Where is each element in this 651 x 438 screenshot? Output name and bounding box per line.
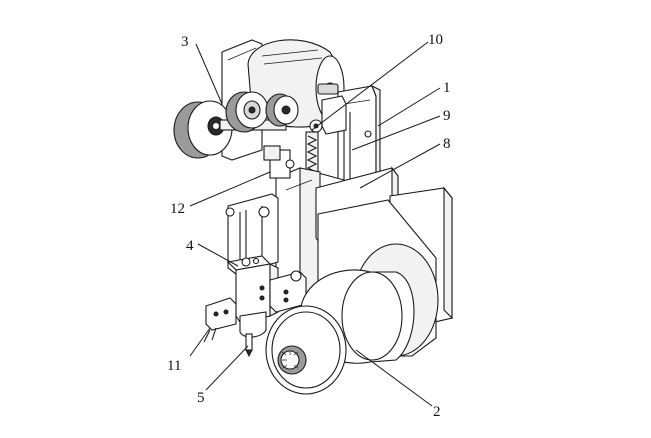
clip-11	[205, 297, 237, 331]
label-8: 8	[443, 136, 451, 152]
leader-2	[355, 349, 433, 407]
leader-1	[377, 87, 441, 127]
label-2: 2	[433, 404, 441, 420]
leader-lines	[189, 41, 441, 407]
label-1: 1	[443, 80, 451, 96]
slider-block	[321, 95, 347, 135]
leader-4	[197, 243, 239, 267]
label-4: 4	[186, 238, 194, 254]
top-motor-shaft	[317, 83, 339, 95]
label-10: 10	[428, 32, 443, 48]
label-3: 3	[181, 34, 189, 50]
top-motor-assembly	[173, 39, 345, 161]
label-5: 5	[197, 390, 205, 406]
leader-9	[351, 115, 441, 151]
leader-12	[189, 171, 271, 207]
drum-assembly	[265, 186, 453, 395]
leader-8	[359, 143, 441, 189]
leader-5	[205, 345, 249, 391]
leader-10	[311, 41, 429, 131]
leader-11	[189, 327, 211, 357]
tool-holder	[203, 255, 307, 358]
bolt-head	[263, 145, 281, 161]
spool-front-disc	[265, 305, 347, 395]
part-labels: 3 10 1 9 8 12 4 11 5 2	[167, 32, 451, 420]
leader-3	[195, 43, 223, 105]
label-11: 11	[167, 358, 181, 374]
holder-cylinder	[239, 311, 267, 338]
label-9: 9	[443, 108, 451, 124]
label-12: 12	[170, 201, 185, 217]
